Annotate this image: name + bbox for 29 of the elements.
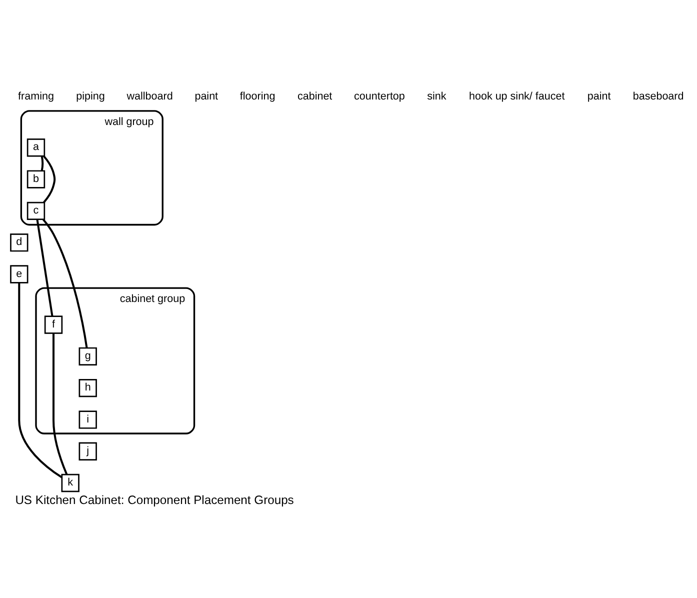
label: baseboard xyxy=(632,90,684,102)
label: countertop xyxy=(354,90,405,102)
label: hook up sink/ faucet xyxy=(468,90,565,102)
label: piping xyxy=(76,90,105,102)
connector xyxy=(36,218,54,316)
label: wallboard xyxy=(126,90,173,102)
label: paint xyxy=(194,90,218,102)
node-box: h xyxy=(78,378,97,397)
connector xyxy=(40,156,44,170)
label: flooring xyxy=(240,90,276,102)
connector xyxy=(43,154,56,203)
label: sink xyxy=(427,90,446,102)
label: paint xyxy=(587,90,611,102)
node-box: i xyxy=(78,410,97,428)
diagram-title: US Kitchen Cabinet: Component Placement Groups xyxy=(15,492,294,506)
node-box: b xyxy=(26,170,46,188)
label: cabinet xyxy=(297,90,332,102)
node-box: k xyxy=(61,473,80,492)
connector xyxy=(52,332,68,474)
node-box: g xyxy=(78,346,97,365)
node-box: a xyxy=(26,138,46,156)
node-box: j xyxy=(78,442,97,460)
connector xyxy=(18,282,62,478)
node-box: d xyxy=(10,233,28,252)
node-box: e xyxy=(10,264,28,283)
connector xyxy=(42,218,88,348)
label: framing xyxy=(18,90,54,102)
node-box: f xyxy=(44,315,63,334)
node-box: c xyxy=(26,201,46,220)
